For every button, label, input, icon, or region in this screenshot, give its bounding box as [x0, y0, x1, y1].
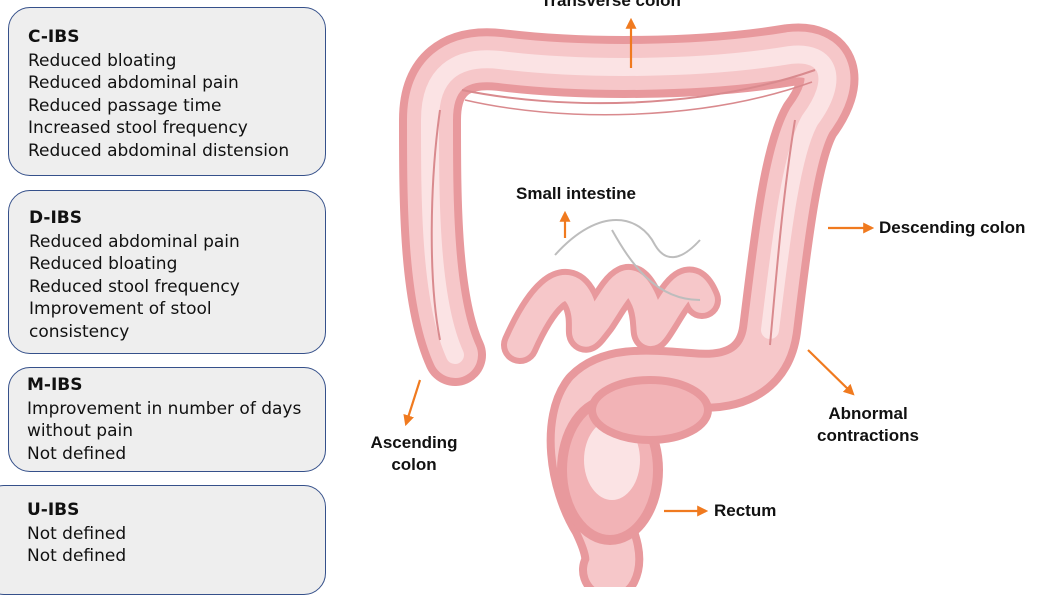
abnormal-contractions-arrow	[808, 350, 853, 394]
ascending-colon-arrow	[406, 380, 420, 424]
small-intestine-shape	[520, 220, 702, 345]
transverse-colon-label: Transverse colon	[541, 0, 681, 12]
abnormal-contractions-label: Abnormal contractions	[806, 403, 930, 447]
ascending-colon-label: Ascending colon	[362, 432, 466, 476]
descending-colon-label: Descending colon	[879, 217, 1025, 239]
rectum-label: Rectum	[714, 500, 776, 522]
small-intestine-label: Small intestine	[516, 183, 636, 205]
